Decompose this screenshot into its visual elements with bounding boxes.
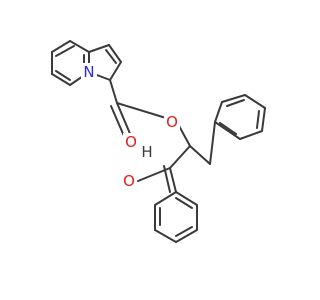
ring-bond bbox=[244, 94, 266, 109]
structure-diagram: N O O O H bbox=[51, 40, 266, 243]
ring-inner-bond bbox=[256, 110, 260, 129]
ring-bond bbox=[109, 61, 122, 81]
label-mask-h bbox=[140, 143, 154, 161]
ring-inner-bond bbox=[55, 70, 71, 81]
ring-bond bbox=[154, 191, 177, 206]
carbonyl-bond bbox=[110, 105, 125, 137]
label-mask-n bbox=[81, 63, 97, 81]
ring-inner-bond bbox=[226, 99, 245, 107]
ring-bond bbox=[221, 94, 246, 103]
label-mask-o-carbonyl-ester bbox=[123, 133, 139, 151]
atom-label-oxygen-ester-carbonyl: O bbox=[125, 133, 137, 151]
bond-layer bbox=[51, 40, 266, 243]
ring-bond bbox=[108, 44, 122, 63]
ring-bond bbox=[88, 44, 110, 53]
label-mask-o-ketone bbox=[121, 172, 137, 190]
ketone-bond bbox=[169, 167, 177, 193]
ring-inner-bond bbox=[219, 122, 237, 135]
ring-bond bbox=[175, 229, 198, 243]
ring-bond bbox=[51, 40, 71, 53]
atom-label-layer: N O O O H bbox=[81, 63, 180, 190]
ring-inner-bond bbox=[105, 49, 117, 64]
atom-label-oxygen-ester-link: O bbox=[166, 113, 178, 131]
chain-bond bbox=[169, 145, 191, 169]
molecule-canvas: N O O O H bbox=[51, 40, 266, 243]
ester-bond bbox=[116, 102, 167, 119]
ring-bond bbox=[214, 101, 223, 123]
ring-bond bbox=[175, 191, 198, 206]
ring-bond bbox=[51, 73, 71, 86]
chain-bond bbox=[209, 121, 216, 165]
ring-inner-bond bbox=[175, 197, 193, 209]
ring-bond bbox=[239, 130, 263, 140]
ring-inner-bond bbox=[55, 45, 75, 57]
label-mask-o-ester bbox=[164, 113, 180, 131]
atom-label-hydrogen: H bbox=[141, 143, 152, 161]
ring-bond bbox=[154, 229, 177, 243]
chain-bond bbox=[189, 145, 211, 165]
ring-bond bbox=[69, 40, 90, 53]
carbonyl-bond bbox=[116, 102, 132, 137]
atom-label-oxygen-ketone: O bbox=[123, 172, 135, 190]
ketone-bond bbox=[163, 165, 171, 193]
ring-bond bbox=[261, 107, 266, 132]
atom-label-nitrogen: N bbox=[83, 63, 94, 81]
ring-inner-bond bbox=[175, 226, 193, 237]
ring-bond bbox=[214, 121, 241, 140]
ester-bond bbox=[109, 79, 118, 104]
